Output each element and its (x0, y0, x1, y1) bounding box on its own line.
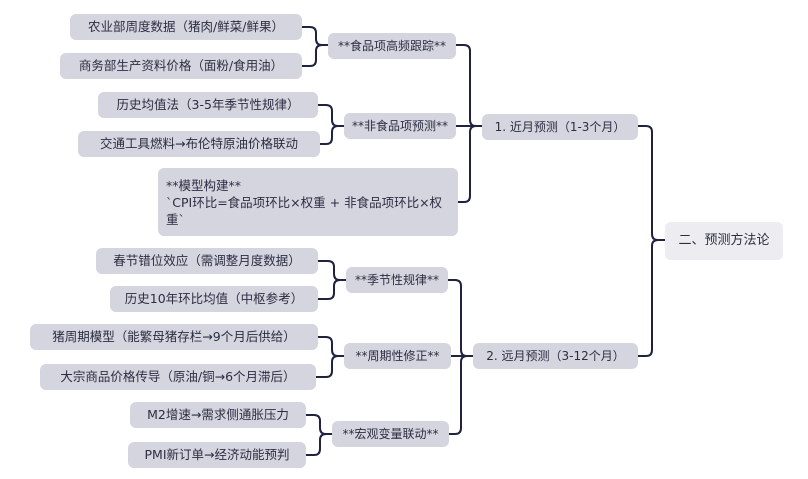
leaf-node-commodity-transmission[interactable]: 大宗商品价格传导（原油/铜→6个月滞后） (40, 364, 316, 390)
branch-node-far-term[interactable]: 2. 远月预测（3-12个月） (473, 343, 638, 369)
link-root-branch-1 (637, 125, 666, 241)
leaf-node-ten-year-mean[interactable]: 历史10年环比均值（中枢参考） (110, 286, 318, 312)
link-nonfood-leaf-2 (319, 125, 345, 145)
link-cycle-leaf-2 (315, 355, 345, 378)
model-line-1: **模型构建** (166, 177, 242, 193)
link-food-leaf-1 (301, 26, 329, 46)
root-node[interactable]: 二、预测方法论 (665, 222, 783, 260)
leaf-node-spring-festival[interactable]: 春节错位效应（需调整月度数据） (96, 248, 318, 274)
link-branch-2-macro (448, 355, 474, 435)
link-season-leaf-1 (317, 260, 347, 281)
branch-node-near-term[interactable]: 1. 近月预测（1-3个月） (482, 114, 638, 140)
leaf-node-historical-mean[interactable]: 历史均值法（3-5年季节性规律） (98, 92, 318, 118)
model-node-cpi-formula[interactable]: **模型构建** `CPI环比=食品项环比×权重 + 非食品项环比×权 重` (158, 168, 458, 236)
link-branch-1-food (455, 44, 483, 127)
link-branch-1-model (457, 125, 483, 203)
leaf-node-agri-weekly-data[interactable]: 农业部周度数据（猪肉/鲜菜/鲜果） (70, 14, 302, 40)
model-line-3: 重` (166, 211, 185, 227)
link-branch-2-season (447, 279, 474, 357)
leaf-node-hog-cycle[interactable]: 猪周期模型（能繁母猪存栏→9个月后供给） (30, 324, 318, 350)
model-line-2: `CPI环比=食品项环比×权重 + 非食品项环比×权 (166, 194, 443, 210)
link-macro-leaf-1 (305, 414, 333, 435)
group-node-seasonality[interactable]: **季节性规律** (346, 267, 448, 293)
leaf-node-commerce-prices[interactable]: 商务部生产资料价格（面粉/食用油） (60, 53, 302, 79)
leaf-node-fuel-oil-link[interactable]: 交通工具燃料→布伦特原油价格联动 (78, 131, 320, 157)
link-season-leaf-2 (317, 279, 347, 300)
link-nonfood-leaf-1 (317, 104, 345, 127)
group-node-macro-linkage[interactable]: **宏观变量联动** (332, 421, 449, 447)
group-node-food-tracking[interactable]: **食品项高频跟踪** (328, 33, 456, 59)
leaf-node-pmi-orders[interactable]: PMI新订单→经济动能预判 (128, 442, 306, 468)
leaf-node-m2-growth[interactable]: M2增速→需求侧通胀压力 (130, 402, 306, 428)
link-macro-leaf-2 (305, 433, 333, 456)
group-node-nonfood-forecast[interactable]: **非食品项预测** (344, 113, 456, 139)
link-root-branch-2 (637, 239, 666, 357)
group-node-cycle-correction[interactable]: **周期性修正** (344, 343, 451, 369)
link-food-leaf-2 (301, 44, 329, 67)
link-cycle-leaf-1 (317, 336, 345, 357)
